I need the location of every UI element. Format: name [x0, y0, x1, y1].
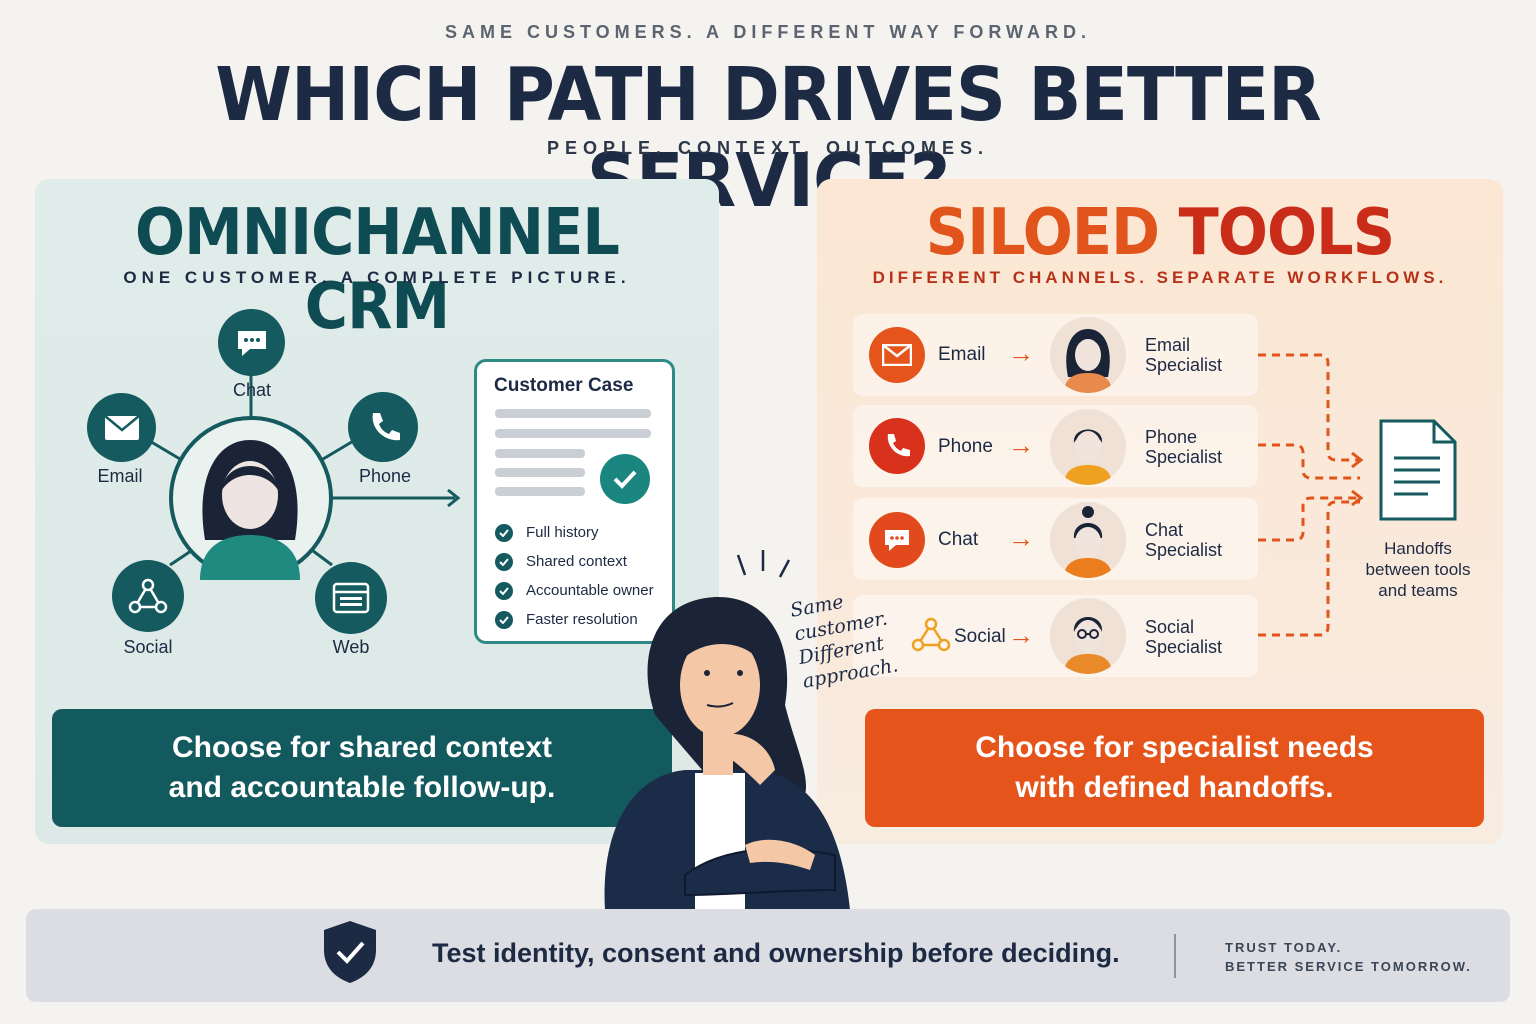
specialist-avatar	[1050, 409, 1126, 485]
chat-icon	[869, 512, 925, 568]
checklist-label: Accountable owner	[526, 582, 654, 599]
web-label: Web	[332, 637, 370, 657]
checklist-label: Faster resolution	[526, 611, 638, 628]
case-line	[495, 449, 585, 458]
handwritten-note: Same customer. Different approach.	[788, 590, 900, 693]
case-line	[495, 468, 585, 477]
footer-divider	[1174, 934, 1176, 978]
omnichannel-title: OMNICHANNEL CRM	[134, 196, 620, 344]
siloed-cta-line2: with defined handoffs.	[1015, 771, 1334, 804]
specialist-avatar	[1050, 598, 1126, 674]
siloed-cta: Choose for specialist needs with defined…	[865, 709, 1484, 827]
checklist-item: Full history	[495, 518, 654, 547]
arrow-right-icon: →	[1008, 620, 1034, 650]
social-label: Social	[123, 637, 173, 657]
checklist-item: Accountable owner	[495, 576, 654, 605]
footer-tagline-line1: TRUST TODAY.	[1225, 940, 1343, 955]
case-line	[495, 409, 651, 418]
silo-channel-label: Social	[954, 626, 1006, 647]
siloed-title-part1: SILOED	[925, 196, 1160, 270]
omnichannel-cta-line2: and accountable follow-up.	[168, 771, 556, 804]
specialist-avatar	[1050, 502, 1126, 578]
phone-icon	[348, 392, 418, 462]
email-label: Email	[97, 466, 143, 486]
check-icon	[495, 523, 513, 542]
customer-avatar	[200, 440, 300, 580]
chat-icon	[218, 309, 285, 376]
document-icon	[1378, 418, 1458, 527]
siloed-cta-line1: Choose for specialist needs	[975, 731, 1374, 764]
phone-icon	[869, 418, 925, 474]
social-icon	[911, 617, 951, 658]
check-circle-icon	[600, 454, 650, 504]
silo-channel-label: Chat	[938, 529, 979, 550]
checklist-item: Shared context	[495, 547, 654, 576]
check-icon	[495, 581, 513, 600]
thinking-person-illustration	[604, 550, 850, 910]
checklist-label: Shared context	[526, 553, 627, 570]
shield-check-icon	[320, 918, 380, 991]
footer-message: Test identity, consent and ownership bef…	[432, 938, 1120, 968]
case-line	[495, 429, 651, 438]
arrow-right-icon: →	[1008, 523, 1034, 553]
handoff-connectors	[1258, 353, 1364, 637]
siloed-subtitle: DIFFERENT CHANNELS. SEPARATE WORKFLOWS.	[872, 268, 1448, 287]
handoff-label: Handoffs between tools and teams	[1365, 539, 1471, 600]
case-line	[495, 487, 585, 496]
check-icon	[495, 552, 513, 571]
silo-channel-label: Email	[938, 344, 986, 365]
omnichannel-cta-line1: Choose for shared context	[171, 731, 553, 764]
header-subtitle: PEOPLE. CONTEXT. OUTCOMES.	[546, 138, 990, 158]
specialist-avatar	[1050, 317, 1126, 393]
silo-channel-label: Phone	[938, 436, 993, 457]
case-checklist: Full history Shared context Accountable …	[495, 518, 654, 634]
footer-tagline-line2: BETTER SERVICE TOMORROW.	[1225, 959, 1472, 974]
checklist-label: Full history	[526, 524, 599, 541]
arrow-right-icon: →	[1008, 430, 1034, 460]
email-icon	[869, 327, 925, 383]
social-icon	[112, 560, 184, 632]
arrow-right-icon: →	[1008, 338, 1034, 368]
siloed-title-part2: TOOLS	[1178, 196, 1396, 270]
case-card-title: Customer Case	[494, 375, 634, 396]
web-icon	[315, 562, 387, 634]
checklist-item: Faster resolution	[495, 605, 654, 634]
omnichannel-subtitle: ONE CUSTOMER. A COMPLETE PICTURE.	[123, 268, 631, 287]
email-icon	[87, 393, 156, 462]
check-icon	[495, 610, 513, 629]
siloed-title: SILOED TOOLS	[844, 196, 1475, 270]
chat-label: Chat	[232, 380, 272, 400]
header-kicker: SAME CUSTOMERS. A DIFFERENT WAY FORWARD.	[444, 22, 1092, 42]
phone-label: Phone	[358, 466, 412, 486]
omnichannel-cta: Choose for shared context and accountabl…	[52, 709, 672, 827]
footer-bar	[26, 909, 1510, 1002]
